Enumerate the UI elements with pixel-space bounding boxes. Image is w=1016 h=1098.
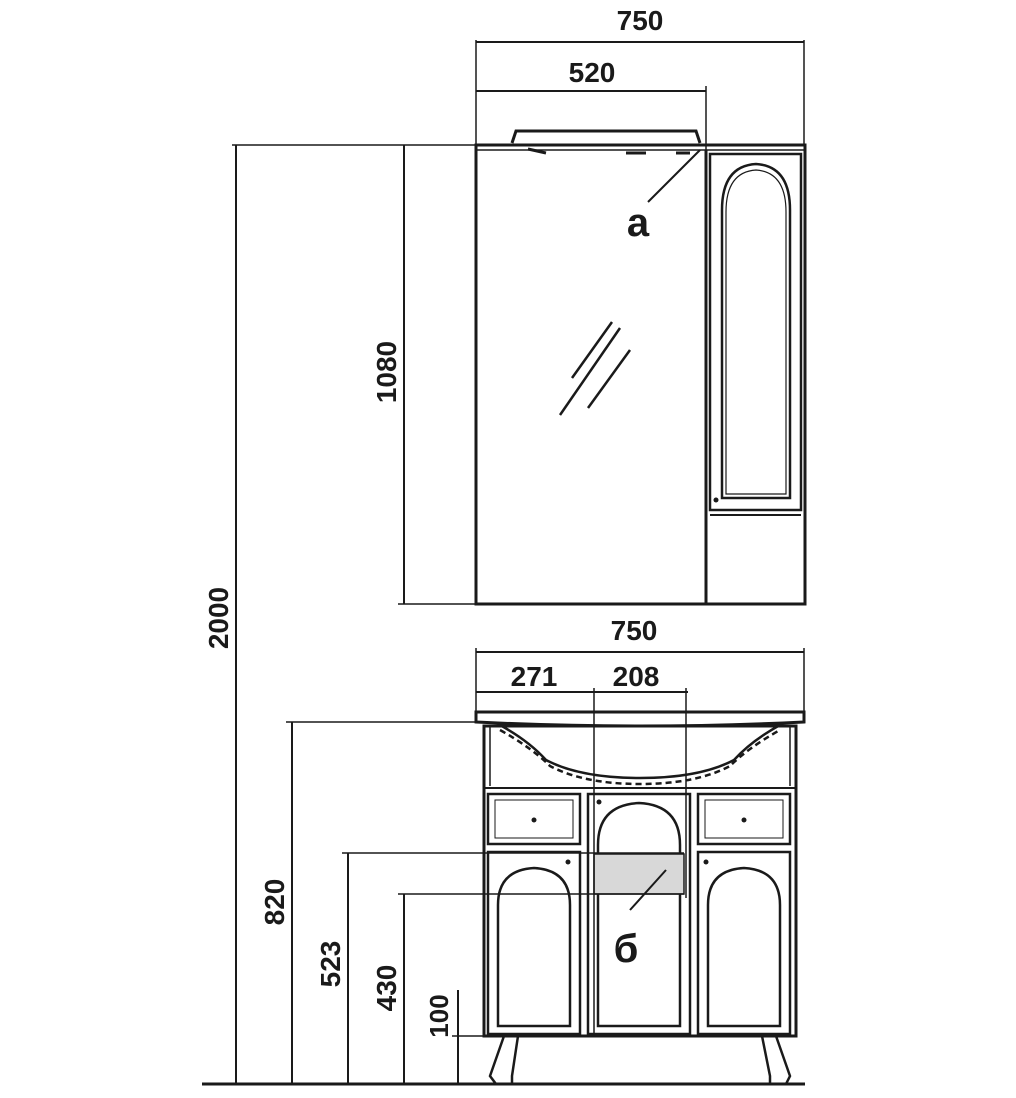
center-door-knob (596, 799, 602, 805)
left-door-arch-panel (496, 866, 572, 1028)
mirror-reflection-mark (558, 327, 622, 416)
callout-b: б (614, 869, 667, 971)
left-leg (488, 1035, 520, 1086)
callout-leader (647, 149, 701, 203)
dimension-label-vanity-width: 750 (611, 615, 658, 646)
left-drawer-knob (531, 817, 537, 823)
mirror-reflection-mark (570, 321, 614, 379)
right-drawer-knob (741, 817, 747, 823)
dimension-label-430: 430 (371, 965, 402, 1012)
callout-label-b: б (614, 927, 639, 971)
left-door-knob (565, 859, 571, 865)
basin-hidden-line (499, 728, 781, 786)
vanity-height-dimension: 820 (259, 721, 484, 1084)
cutout-area (593, 853, 685, 895)
leg-height-dimension: 100 (424, 990, 508, 1084)
left-drawer (486, 792, 582, 846)
right-door-knob (703, 859, 709, 865)
dimension-label-mirror-width: 750 (617, 5, 664, 36)
total-height-dimension: 2000 (203, 145, 237, 1084)
vanity-countertop (474, 710, 806, 728)
dimension-label-center-width: 208 (613, 661, 660, 692)
center-door (586, 792, 692, 1036)
callout-label-a: а (627, 201, 650, 245)
dimension-label-mirror-height: 1080 (371, 341, 402, 403)
height-430-dimension: 430 (371, 893, 684, 1084)
height-523-dimension: 523 (315, 852, 684, 1084)
mirror-height-dimension: 1080 (232, 144, 476, 605)
callout-a: а (627, 149, 701, 245)
side-cabinet-knob (713, 497, 719, 503)
right-leg (760, 1035, 792, 1086)
mirror-cabinet (474, 129, 807, 606)
dimension-label-left-offset: 271 (511, 661, 558, 692)
basin-outline (497, 722, 783, 780)
vanity-unit (474, 710, 806, 1086)
center-door-arch-panel (596, 801, 682, 1028)
side-cabinet-arch-inner (725, 169, 787, 495)
dimension-label-glass-width: 520 (569, 57, 616, 88)
callout-leader (629, 869, 667, 911)
dimension-label-vanity-height: 820 (259, 879, 290, 926)
right-drawer (696, 792, 792, 846)
left-drawer-panel (494, 799, 574, 839)
dimension-label-total-height: 2000 (203, 587, 234, 649)
mirror-lamp (510, 129, 702, 144)
side-cabinet-arch-panel (720, 162, 792, 500)
mirror-width-dimensions: 750 520 (475, 5, 805, 150)
left-door (486, 850, 582, 1036)
side-cabinet-door (708, 152, 803, 512)
dimension-label-leg-height: 100 (424, 994, 454, 1037)
right-door-arch-panel (706, 866, 782, 1028)
vanity-width-dimensions: 750 271 208 (475, 615, 805, 1034)
mirror-frame (474, 143, 807, 606)
dimension-label-523: 523 (315, 941, 346, 988)
vanity-body (482, 724, 798, 1038)
mirror-reflection-mark (586, 349, 632, 409)
right-door (696, 850, 792, 1036)
right-drawer-panel (704, 799, 784, 839)
